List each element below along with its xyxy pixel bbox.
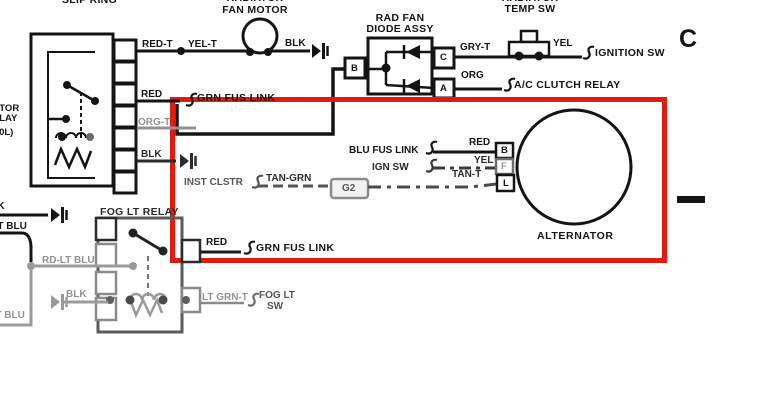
fan-motor-circuit — [137, 17, 329, 61]
wire-label-blk-fog: BLK — [66, 289, 87, 300]
fus-link-hook-icon — [424, 158, 439, 173]
wire-label-tan-t: TAN-T — [452, 169, 482, 180]
label-alternator: ALTERNATOR — [537, 230, 614, 242]
fus-link-hook-icon — [581, 45, 596, 60]
highlight-red-box — [170, 97, 667, 263]
dest-label-ac-clutch-relay: A/C CLUTCH RELAY — [514, 79, 621, 91]
wire-label-org-t: ORG-T — [138, 117, 171, 128]
alt-terminal-f: F — [501, 161, 507, 172]
wire-label-red-t: RED-T — [142, 39, 173, 50]
terminal-label-c: C — [440, 52, 447, 63]
fus-link-hook-icon — [246, 292, 261, 307]
wire-label-lt-blu-left: LT BLU — [0, 221, 27, 232]
edge-mark — [677, 196, 705, 203]
label-motor-relay-frag2: RELAY — [0, 113, 18, 124]
terminal-label-a: A — [440, 83, 447, 94]
wire-label-rd-lt-blu: RD-LT BLU — [42, 255, 95, 266]
left-edge-circuit — [0, 205, 68, 262]
wire-label-red-alt: RED — [469, 137, 491, 148]
label-motor-relay-frag1: MOTOR — [0, 103, 20, 114]
dest-label-fog-sw-1: FOG LT — [259, 290, 295, 301]
label-inst-clstr: INST CLSTR — [184, 177, 243, 188]
wire-label-lt-grn-t: LT GRN-T — [202, 292, 248, 303]
label-grn-fus-link: GRN FUS LINK — [197, 92, 276, 104]
alt-terminal-b: B — [501, 145, 508, 156]
wire-label-blk-left: BLK — [0, 201, 5, 212]
wire-label-red: RED — [141, 89, 163, 100]
wire-label-yel: YEL — [553, 38, 573, 49]
slip-ring-connector-strip — [112, 38, 138, 195]
label-diode-assy-2: DIODE ASSY — [366, 23, 434, 35]
label-temp-sw-2: TEMP SW — [504, 3, 556, 15]
temp-sw-circuit — [454, 29, 596, 92]
label-fog-lt-relay: FOG LT RELAY — [100, 206, 179, 218]
wire-label-red-fog: RED — [206, 237, 228, 248]
label-fan-motor-1: RADIATOR — [205, 0, 305, 3]
wire-label-gry-t: GRY-T — [460, 42, 491, 53]
section-letter-c: C — [679, 25, 698, 53]
connector-label-g2: G2 — [342, 183, 356, 194]
label-slip-ring: SLIP RING — [62, 0, 118, 6]
label-temp-sw-1: RADIATOR — [485, 0, 575, 3]
alt-terminal-l: L — [503, 178, 509, 189]
wire-label-blk2: BLK — [141, 149, 162, 160]
label-blu-fus-link: BLU FUS LINK — [349, 145, 419, 156]
ground-icon — [310, 41, 329, 61]
temp-switch-symbol — [507, 29, 551, 61]
highlight-wires — [137, 92, 498, 200]
alternator-symbol — [494, 108, 633, 226]
wire-label-yel-alt: YEL — [474, 155, 494, 166]
ground-icon — [49, 205, 68, 225]
wire-label-org: ORG — [461, 70, 484, 81]
label-fan-motor-2: FAN MOTOR — [222, 4, 288, 16]
dest-label-ignition-sw: IGNITION SW — [595, 47, 665, 59]
diode-icon — [402, 79, 420, 93]
label-ign-sw: IGN SW — [372, 162, 409, 173]
dest-label-fog-sw-2: SW — [267, 301, 284, 312]
fog-relay-circuit — [0, 216, 261, 334]
wire-label-lt-blu-fog: LT BLU — [0, 310, 25, 321]
label-diode-assy-1: RAD FAN — [375, 12, 425, 24]
wire-label-tan-grn: TAN-GRN — [266, 173, 312, 184]
wire-label-yel-t: YEL-T — [188, 39, 217, 50]
wire-label-blk: BLK — [285, 38, 306, 49]
diode-icon — [402, 45, 420, 59]
fan-motor-symbol — [241, 17, 279, 55]
terminal-label-b: B — [351, 63, 358, 74]
ground-icon — [178, 151, 197, 171]
label-motor-relay-frag3: (5.0L) — [0, 127, 14, 138]
motor-relay-box — [29, 32, 115, 188]
label-grn-fus-link-fog: GRN FUS LINK — [256, 242, 335, 254]
fus-link-hook-icon — [242, 240, 257, 255]
